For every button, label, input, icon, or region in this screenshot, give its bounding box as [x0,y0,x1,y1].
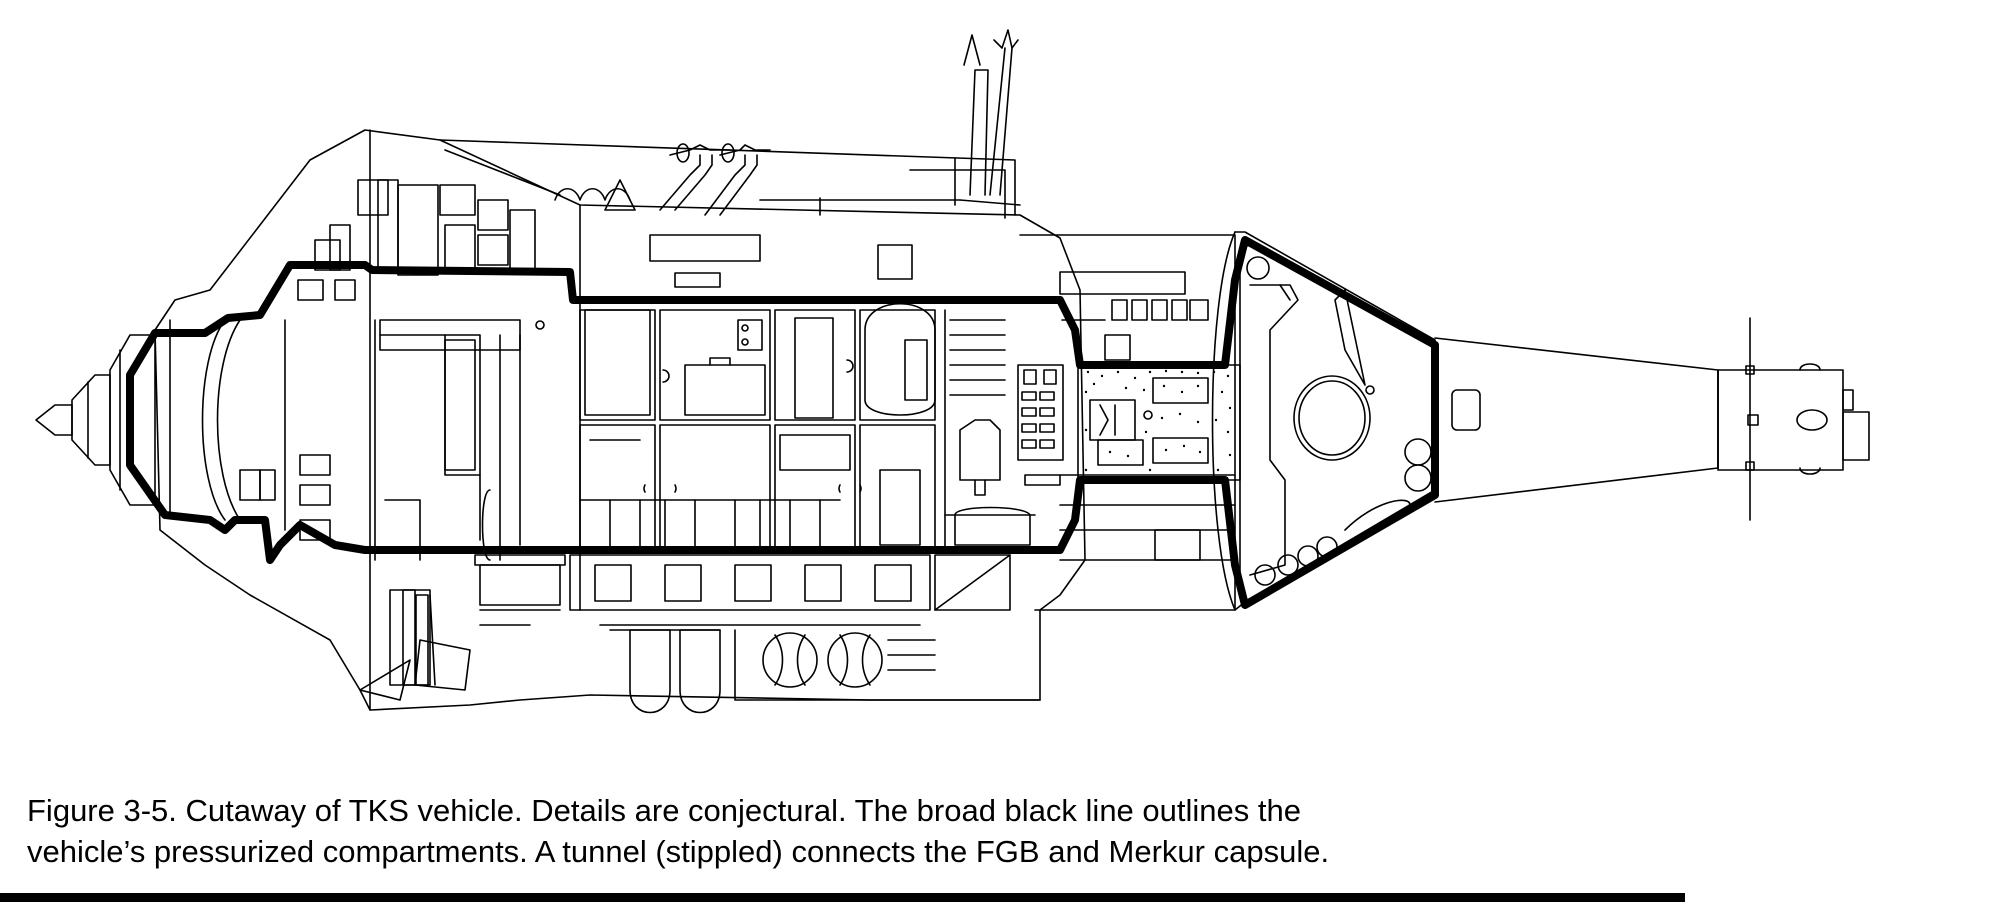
lower-hull-bays [359,554,1041,714]
antenna-mast [959,29,1021,206]
tunnel-section [1019,234,1241,611]
central-equipment-bay [579,302,1064,551]
aft-cone [1434,317,1870,521]
top-equipment [439,139,1016,288]
pressurized-outline [126,236,1439,609]
merkur-capsule [1211,231,1436,611]
caption-line-2: vehicle’s pressurized compartments. A tu… [27,834,1330,869]
forward-equipment-bay [239,179,545,561]
bottom-rule [0,893,1685,902]
tks-cutaway-diagram [35,29,1870,714]
caption-line-1: Figure 3-5. Cutaway of TKS vehicle. Deta… [27,793,1301,828]
figure-caption: Figure 3-5. Cutaway of TKS vehicle. Deta… [27,790,1677,872]
stipple-dots [1084,369,1232,472]
